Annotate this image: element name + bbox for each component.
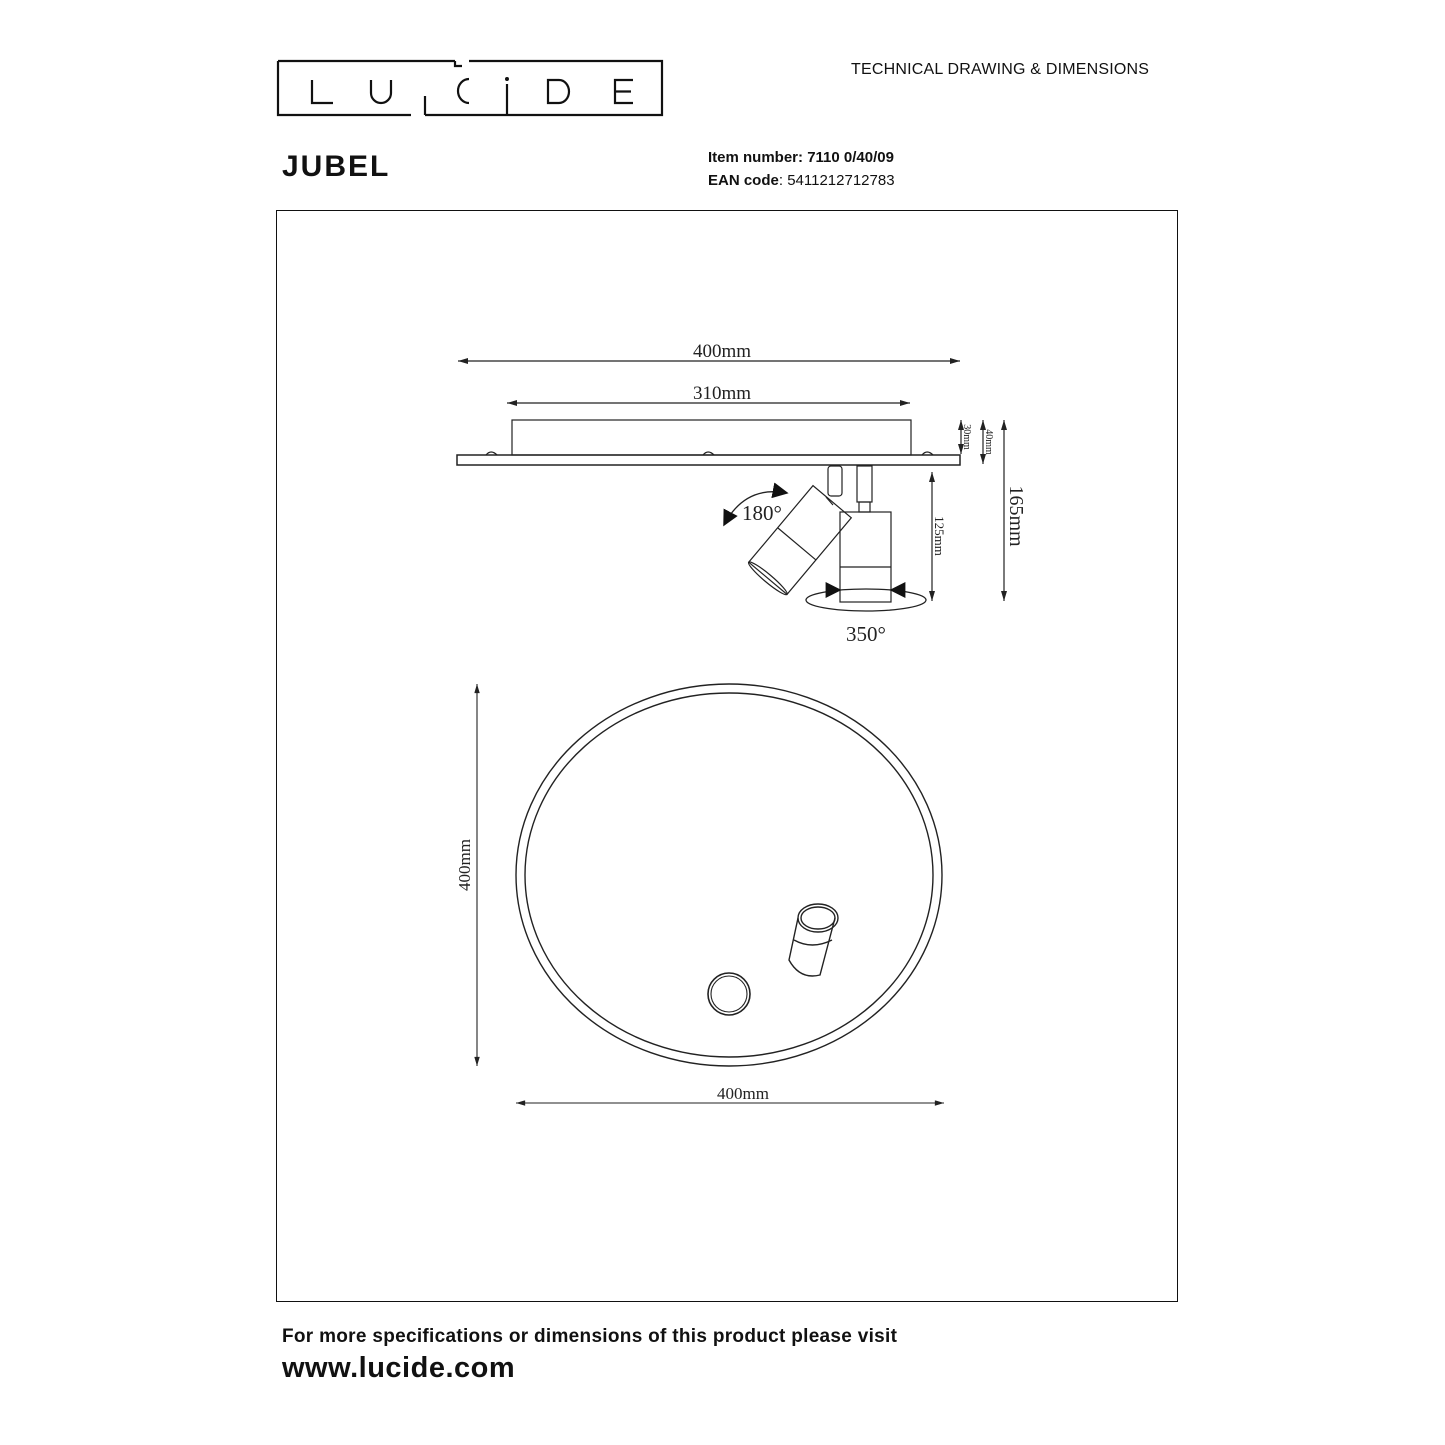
label-height-30: 30mm [961, 424, 972, 450]
item-number-label: Item number: [708, 149, 804, 166]
product-name: JUBEL [282, 150, 391, 183]
label-diameter-vertical: 400mm [455, 839, 474, 891]
inner-ring [524, 692, 934, 1058]
label-diameter-horizontal: 400mm [717, 1084, 769, 1103]
round-element [707, 972, 751, 1016]
item-number-value: 7110 0/40/09 [807, 149, 894, 166]
footer-note: For more specifications or dimensions of… [282, 1326, 898, 1347]
rotation-ellipse [805, 588, 927, 612]
item-number: Item number: 7110 0/40/09 [708, 149, 894, 166]
top-view [474, 683, 944, 1106]
label-height-165: 165mm [1005, 485, 1027, 547]
label-height-125: 125mm [932, 516, 947, 556]
canopy-base [511, 419, 912, 456]
label-width-310: 310mm [693, 383, 751, 404]
footer-url-link[interactable]: www.lucide.com [282, 1352, 516, 1384]
lucide-logo [276, 59, 664, 117]
ean-value: 5411212712783 [787, 172, 895, 189]
ean-separator: : [778, 172, 784, 189]
label-height-40: 40mm [983, 429, 994, 455]
mounting-plate [456, 454, 961, 466]
label-width-400: 400mm [693, 341, 751, 362]
ean-label: EAN code [708, 172, 779, 189]
outer-ring [515, 683, 943, 1067]
document-type: TECHNICAL DRAWING & DIMENSIONS [851, 61, 1150, 78]
label-tilt-angle: 180° [742, 501, 782, 525]
ean-code: EAN code: 5411212712783 [708, 172, 895, 189]
side-view [456, 358, 1007, 612]
drawing-frame [276, 210, 1178, 1302]
spot-top [788, 903, 839, 977]
spotlight-upright [839, 511, 892, 603]
label-rotation-angle: 350° [846, 622, 886, 646]
